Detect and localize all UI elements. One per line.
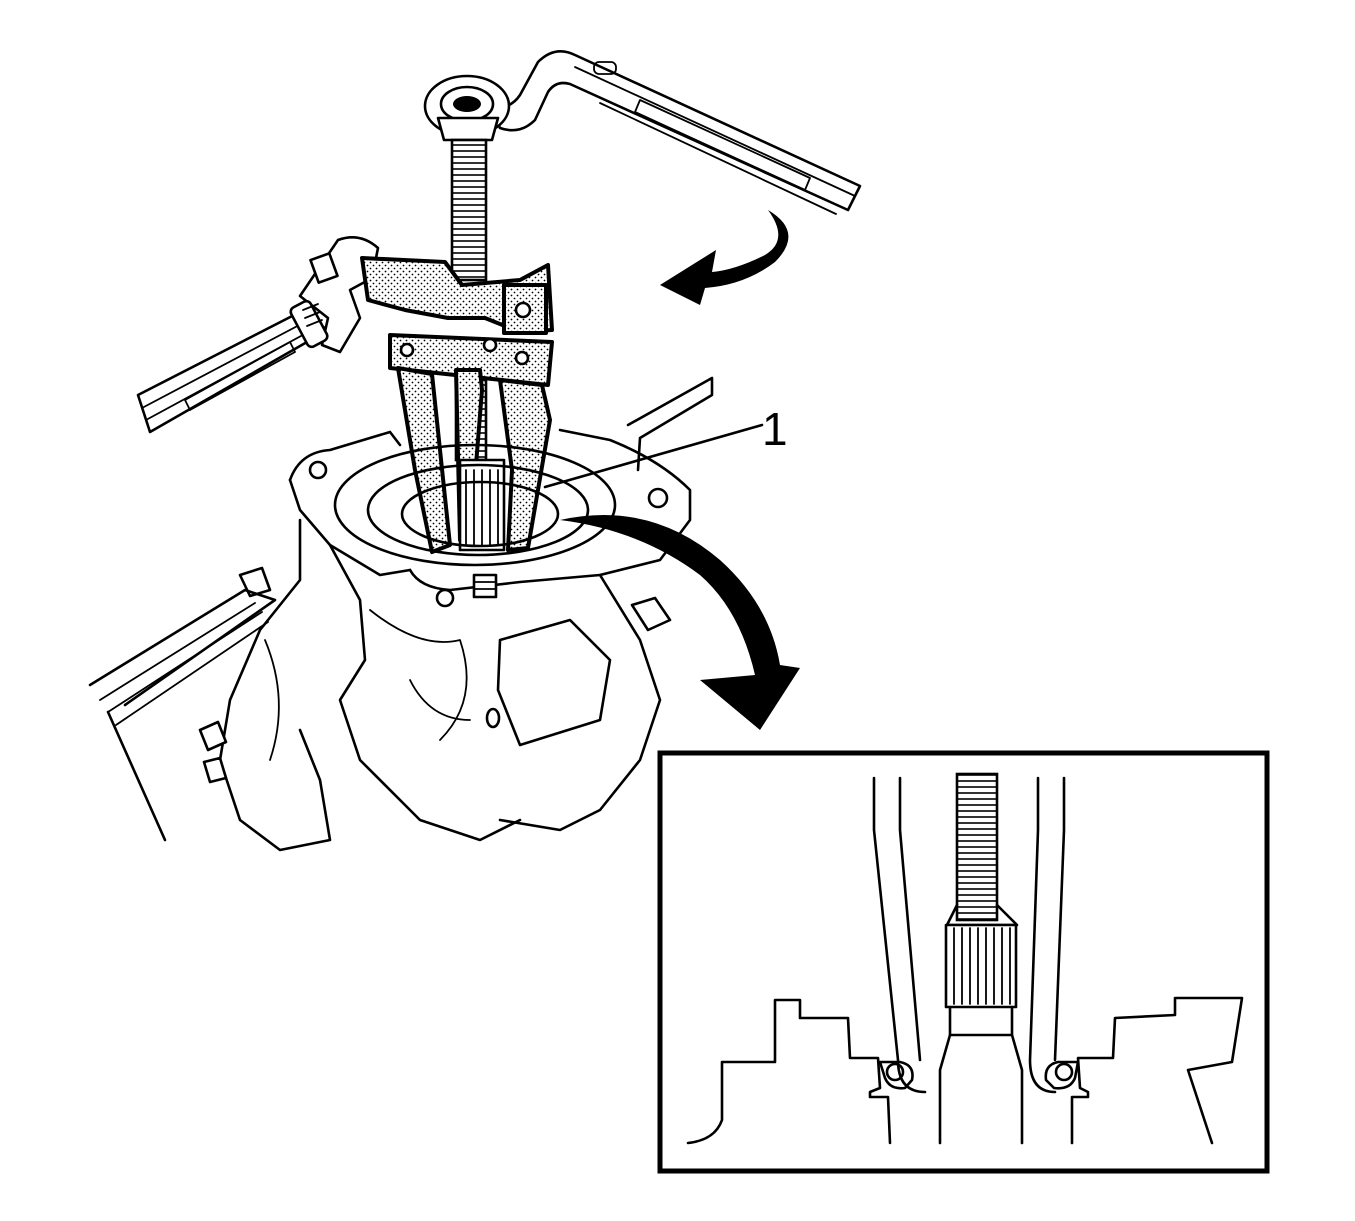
rotation-arrow-bottom	[560, 515, 800, 730]
callout-1-label: 1	[762, 403, 788, 455]
output-shaft	[458, 458, 506, 552]
puller-tool	[360, 256, 554, 554]
rotation-arrow-top	[660, 210, 789, 305]
box-end-wrench	[423, 50, 862, 215]
callout-1: 1	[543, 403, 788, 489]
adjustable-wrench	[136, 236, 380, 434]
transmission-housing	[88, 376, 714, 852]
detail-inset	[657, 750, 1270, 1174]
